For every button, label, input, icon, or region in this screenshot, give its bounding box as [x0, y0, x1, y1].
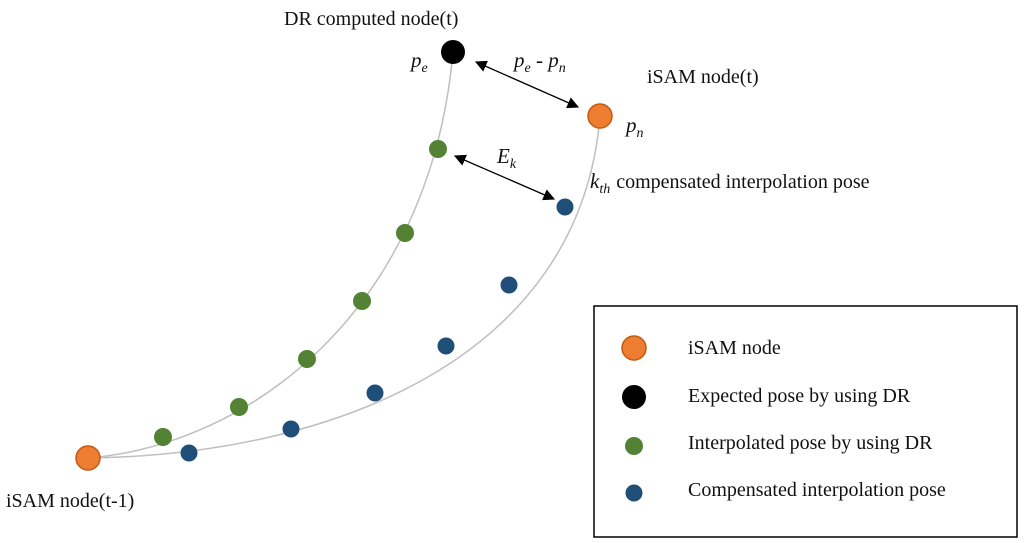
legend-interpolated-swatch	[625, 437, 643, 455]
interpolated-pose	[396, 224, 414, 242]
legend-compensated-label: Compensated interpolation pose	[688, 479, 946, 501]
pe-minus-pn-label: pe - pn	[512, 48, 566, 76]
legend-interpolated-label: Interpolated pose by using DR	[688, 432, 933, 454]
legend-dr-label: Expected pose by using DR	[688, 385, 911, 407]
interpolated-pose	[298, 350, 316, 368]
compensated-pose	[437, 337, 455, 355]
compensated-pose	[500, 276, 518, 294]
dr-trajectory-curve	[87, 51, 454, 459]
isam-node-t-minus-1	[75, 445, 101, 471]
isam-node-t-minus-1-label: iSAM node(t-1)	[6, 490, 134, 512]
legend-isam-label: iSAM node	[688, 337, 781, 359]
compensated-pose	[556, 198, 574, 216]
legend-box	[593, 305, 1018, 538]
pe-pn-arrow	[474, 60, 580, 109]
ek-arrow	[453, 154, 556, 201]
compensated-pose	[180, 444, 198, 462]
isam-trajectory-curve	[87, 115, 601, 459]
legend-compensated-swatch	[625, 484, 643, 502]
interpolated-poses	[154, 140, 447, 446]
pn-label: pn	[624, 113, 644, 141]
ek-label: Ek	[496, 144, 517, 172]
interpolated-pose	[154, 428, 172, 446]
dr-computed-node	[441, 40, 465, 64]
dr-node-label: DR computed node(t)	[284, 8, 458, 30]
compensated-pose	[366, 384, 384, 402]
legend-isam-swatch	[621, 335, 647, 361]
legend: iSAM node Expected pose by using DR Inte…	[593, 305, 1018, 538]
interpolated-pose	[353, 292, 371, 310]
legend-dr-swatch	[622, 385, 646, 409]
compensated-poses	[180, 198, 574, 462]
pe-label: pe	[409, 48, 428, 76]
isam-node-t-label: iSAM node(t)	[647, 66, 759, 88]
isam-node-t	[587, 103, 613, 129]
interpolated-pose	[230, 398, 248, 416]
interpolated-pose	[429, 140, 447, 158]
compensated-pose	[282, 420, 300, 438]
